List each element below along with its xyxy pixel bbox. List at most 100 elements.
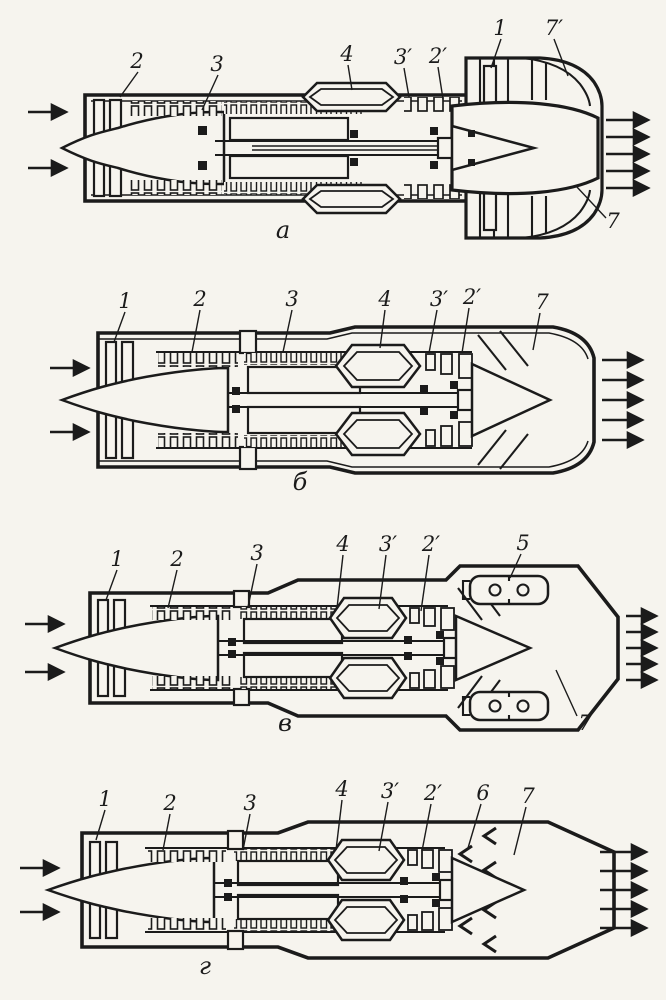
callout-2: 2 — [169, 547, 183, 571]
exhaust-arrows — [626, 607, 659, 689]
bearing — [468, 130, 475, 137]
bearing — [436, 657, 444, 665]
leader-lines — [105, 553, 578, 717]
engine-v-center — [218, 614, 534, 682]
panel-g-schematic: 1 2 3 4 3′ 2′ 6 7 г — [20, 777, 649, 980]
duct-strut — [238, 329, 258, 355]
callout-3prime: 3′ — [379, 532, 397, 556]
duct-burner-port — [516, 583, 530, 597]
bearing — [198, 126, 207, 135]
callout-7prime: 7′ — [545, 16, 563, 40]
hp-compressor-blade-row — [234, 849, 338, 861]
callout-2prime: 2′ — [428, 44, 447, 68]
bearing — [232, 387, 240, 395]
callout-2: 2 — [192, 287, 206, 311]
callout-4: 4 — [334, 777, 348, 801]
panel-v-schematic: 1 2 3 4 3′ 2′ 5 7 в — [25, 531, 659, 737]
panel-caption: г — [199, 952, 211, 980]
leader-lines — [119, 38, 607, 219]
callout-2: 2 — [129, 49, 143, 73]
bearing — [400, 877, 408, 885]
flame-holder-chevron — [457, 844, 473, 864]
flame-holder-chevron — [481, 826, 497, 846]
leader-lines — [95, 799, 527, 856]
bearing — [436, 631, 444, 639]
inflow-arrows — [20, 859, 61, 921]
turbine-stator — [409, 607, 420, 624]
spinner-cone — [58, 366, 230, 434]
shaft — [214, 881, 452, 899]
turbine-blade-row — [404, 97, 462, 112]
duct-strut — [232, 589, 251, 609]
panel-caption: а — [276, 216, 290, 244]
bearing — [432, 899, 440, 907]
callout-4: 4 — [377, 287, 391, 311]
inner-shaft — [252, 145, 470, 151]
callout-5: 5 — [516, 531, 529, 555]
hp-compressor-blade-row — [244, 353, 360, 365]
mixer-strut — [499, 330, 529, 367]
lp-compressor-blade-row — [128, 101, 222, 116]
spinner-cone — [59, 110, 226, 186]
bearing — [420, 385, 428, 393]
turbine-blade — [423, 607, 436, 627]
bearing — [350, 130, 358, 138]
turbine-blade — [458, 353, 473, 379]
compressor-drum — [228, 116, 350, 142]
turbine-blade — [440, 353, 453, 375]
callout-3: 3 — [285, 287, 298, 311]
tail-cone — [470, 362, 553, 438]
turbine-blade — [440, 607, 455, 631]
shaft — [228, 391, 470, 409]
turbine-blade — [421, 849, 434, 869]
panel-caption: б — [293, 468, 308, 496]
inflow-arrows — [50, 359, 91, 441]
compressor-drum — [242, 617, 344, 645]
engine-g-machinery-half — [148, 826, 497, 887]
duct-burner-port — [488, 583, 502, 597]
lp-compressor-blade-row — [158, 353, 238, 367]
callout-4: 4 — [335, 532, 349, 556]
engine-g-center — [214, 856, 528, 924]
callout-3prime: 3′ — [394, 45, 412, 69]
spinner-cone — [51, 614, 220, 682]
callout-4: 4 — [339, 42, 353, 66]
inflow-arrows — [28, 103, 69, 177]
engine-a-center — [215, 100, 600, 196]
shaft — [215, 139, 456, 157]
outer-casing — [96, 325, 596, 400]
shaft — [218, 639, 456, 657]
panel-a-schematic: 2 3 4 3′ 2′ 1 7′ 7 а — [28, 16, 651, 244]
combustion-chamber-inner — [335, 604, 401, 632]
callout-7: 7 — [535, 290, 549, 314]
leader-lines — [113, 307, 541, 354]
panel-b-schematic: 1 2 3 4 3′ 2′ 7 б — [50, 285, 645, 496]
combustion-chamber-inner — [342, 351, 414, 381]
callout-7: 7 — [606, 209, 620, 233]
bearing — [450, 381, 458, 389]
engine-b-casing-half — [96, 325, 596, 402]
callout-3prime: 3′ — [381, 779, 399, 803]
exhaust-arrows — [606, 111, 651, 197]
inflow-arrows — [25, 615, 66, 681]
turbine-blade — [438, 849, 453, 873]
hp-compressor-blade-row — [240, 607, 342, 619]
compressor-drum — [236, 859, 340, 887]
exhaust-arrows — [600, 843, 649, 937]
duct-strut — [226, 829, 245, 851]
callout-7: 7 — [521, 784, 535, 808]
callout-1: 1 — [110, 547, 123, 571]
bearing — [430, 127, 438, 135]
engine-b-center — [228, 362, 553, 438]
callout-3: 3 — [250, 541, 263, 565]
callout-1: 1 — [118, 289, 131, 313]
combustion-chamber-inner — [308, 88, 395, 106]
callout-6: 6 — [476, 781, 489, 805]
bearing — [432, 873, 440, 881]
callout-2prime: 2′ — [462, 285, 481, 309]
panel-caption: в — [278, 709, 292, 737]
callout-2prime: 2′ — [423, 781, 442, 805]
outer-casing — [88, 564, 620, 648]
callout-3: 3 — [210, 52, 223, 76]
